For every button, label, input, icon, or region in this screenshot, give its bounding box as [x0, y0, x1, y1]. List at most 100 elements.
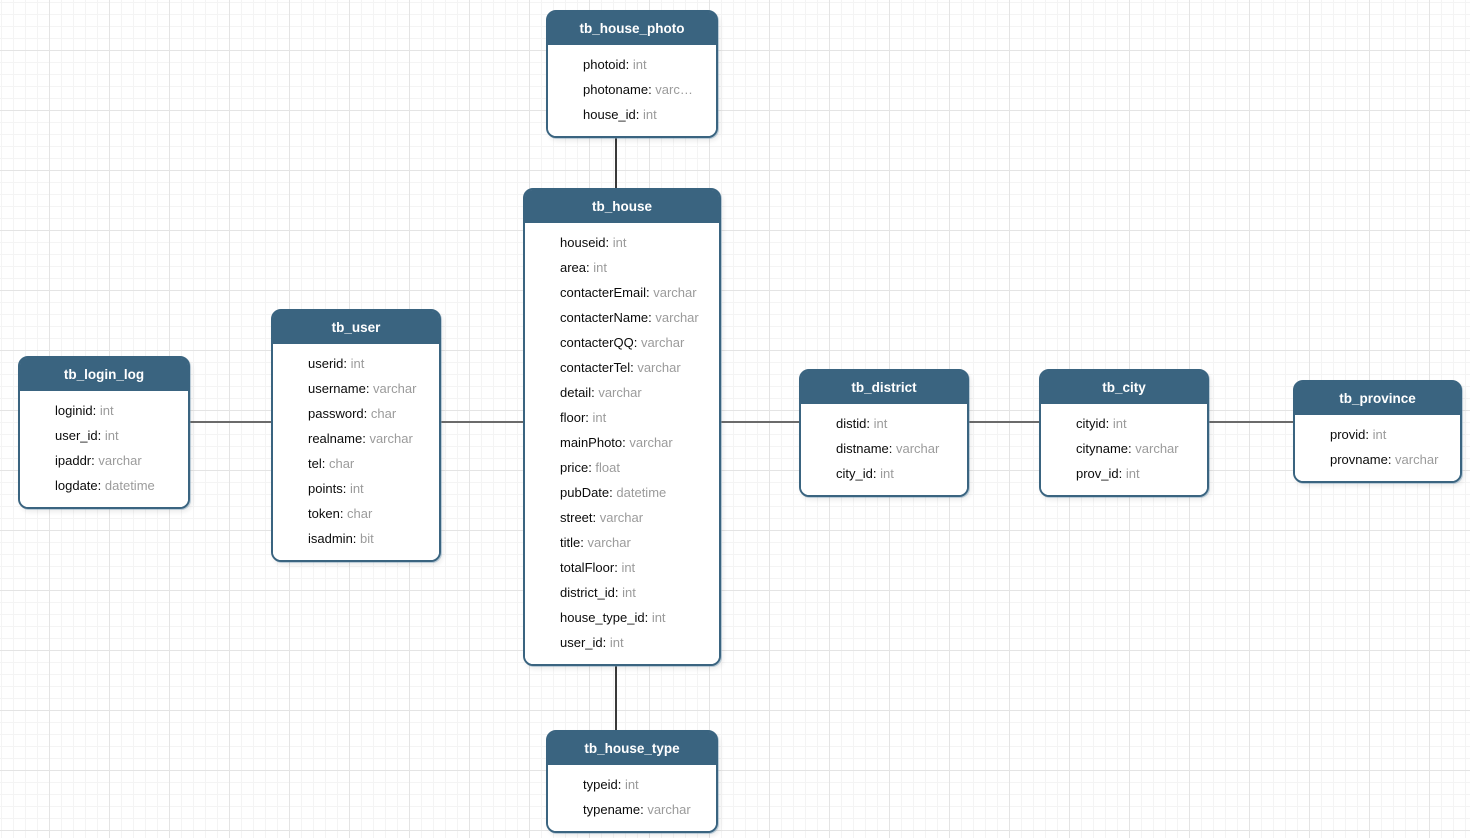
field-type: char: [370, 406, 397, 421]
field-name: provid: [1330, 427, 1366, 442]
field-colon: :: [1128, 441, 1136, 456]
field-row: ipaddr: varchar: [55, 448, 182, 473]
field-row: mainPhoto: varchar: [560, 430, 713, 455]
field-name: userid: [308, 356, 344, 371]
field-row: isadmin: bit: [308, 526, 433, 551]
entity-title: tb_province: [1295, 382, 1460, 415]
field-type: char: [347, 506, 373, 521]
field-colon: :: [866, 416, 874, 431]
field-name: cityid: [1076, 416, 1106, 431]
connector-tb_login_log-tb_user[interactable]: [188, 421, 273, 423]
field-name: houseid: [560, 235, 606, 250]
field-name: distid: [836, 416, 867, 431]
field-type: int: [1372, 427, 1387, 442]
field-name: realname: [308, 431, 363, 446]
entity-title: tb_house: [525, 190, 719, 223]
field-row: username: varchar: [308, 376, 433, 401]
field-name: pubDate: [560, 485, 610, 500]
field-row: street: varchar: [560, 505, 713, 530]
field-colon: :: [648, 310, 656, 325]
field-colon: :: [1118, 466, 1126, 481]
field-type: int: [643, 107, 657, 122]
field-type: int: [99, 403, 114, 418]
field-colon: :: [363, 406, 371, 421]
field-colon: :: [614, 585, 623, 600]
field-name: provname: [1330, 452, 1388, 467]
field-colon: :: [635, 107, 644, 122]
field-row: house_type_id: int: [560, 605, 713, 630]
field-colon: :: [362, 431, 370, 446]
connector-tb_district-tb_city[interactable]: [967, 421, 1041, 423]
field-row: contacterTel: varchar: [560, 355, 713, 380]
field-colon: :: [622, 435, 630, 450]
field-type: varchar: [1135, 441, 1179, 456]
field-colon: :: [645, 285, 654, 300]
field-type: bit: [360, 531, 374, 546]
field-name: cityname: [1076, 441, 1129, 456]
field-colon: :: [586, 260, 594, 275]
field-name: typeid: [583, 777, 618, 792]
field-name: area: [560, 260, 587, 275]
field-colon: :: [872, 466, 881, 481]
field-name: title: [560, 535, 581, 550]
connector-tb_house-tb_district[interactable]: [719, 421, 801, 423]
field-type: int: [592, 410, 607, 425]
field-type: int: [349, 481, 364, 496]
connector-tb_user-tb_house[interactable]: [439, 421, 525, 423]
field-name: contacterQQ: [560, 335, 634, 350]
entity-title: tb_house_photo: [548, 12, 716, 45]
field-name: distname: [836, 441, 889, 456]
field-type: int: [622, 585, 636, 600]
field-row: price: float: [560, 455, 713, 480]
field-type: int: [593, 260, 607, 275]
connector-tb_house-tb_house_type[interactable]: [615, 663, 617, 732]
entity-fields: cityid: int cityname: varchar prov_id: int: [1041, 404, 1207, 495]
field-row: token: char: [308, 501, 433, 526]
field-colon: :: [588, 460, 596, 475]
field-type: varchar: [587, 535, 631, 550]
field-name: totalFloor: [560, 560, 615, 575]
field-colon: :: [1387, 452, 1396, 467]
field-row: provname: varchar: [1330, 447, 1454, 472]
connector-tb_city-tb_province[interactable]: [1207, 421, 1295, 423]
field-type: int: [1125, 466, 1140, 481]
field-name: prov_id: [1076, 466, 1119, 481]
field-colon: :: [640, 802, 648, 817]
connector-tb_house_photo-tb_house[interactable]: [615, 131, 617, 190]
field-type: float: [595, 460, 620, 475]
field-row: photoid: int: [583, 52, 710, 77]
field-type: int: [1112, 416, 1127, 431]
entity-title: tb_city: [1041, 371, 1207, 404]
field-row: distid: int: [836, 411, 961, 436]
field-row: title: varchar: [560, 530, 713, 555]
field-row: floor: int: [560, 405, 713, 430]
field-row: city_id: int: [836, 461, 961, 486]
field-row: tel: char: [308, 451, 433, 476]
field-row: typename: varchar: [583, 797, 710, 822]
field-type: int: [609, 635, 624, 650]
field-row: provid: int: [1330, 422, 1454, 447]
field-colon: :: [625, 57, 633, 72]
field-type: int: [612, 235, 627, 250]
field-row: prov_id: int: [1076, 461, 1201, 486]
field-colon: :: [1105, 416, 1113, 431]
field-colon: :: [591, 385, 599, 400]
field-row: detail: varchar: [560, 380, 713, 405]
field-type: varchar: [1395, 452, 1439, 467]
field-row: user_id: int: [55, 423, 182, 448]
field-name: password: [308, 406, 364, 421]
field-colon: :: [342, 481, 350, 496]
